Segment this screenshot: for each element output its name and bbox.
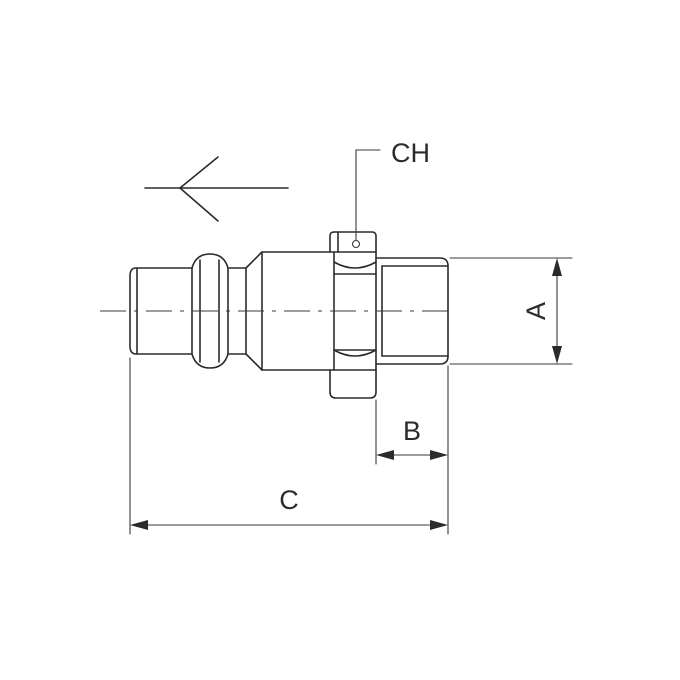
dimension-b (375, 365, 449, 535)
a-label: A (521, 302, 551, 320)
flow-direction-arrow (144, 156, 289, 222)
c-label: C (279, 485, 299, 515)
dimension-a (449, 257, 573, 365)
dimension-c (129, 357, 448, 535)
b-label: B (403, 416, 421, 446)
ch-leader (351, 149, 381, 249)
ch-label: CH (391, 138, 430, 168)
coupling-plug-body (129, 231, 449, 399)
